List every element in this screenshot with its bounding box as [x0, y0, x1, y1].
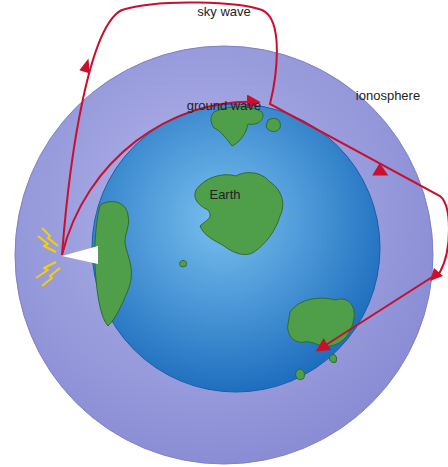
node-label: Earth — [209, 188, 240, 203]
node-label: ionosphere — [356, 89, 420, 104]
wave-label: ground wave — [187, 99, 261, 114]
wave-label: sky wave — [197, 5, 250, 20]
